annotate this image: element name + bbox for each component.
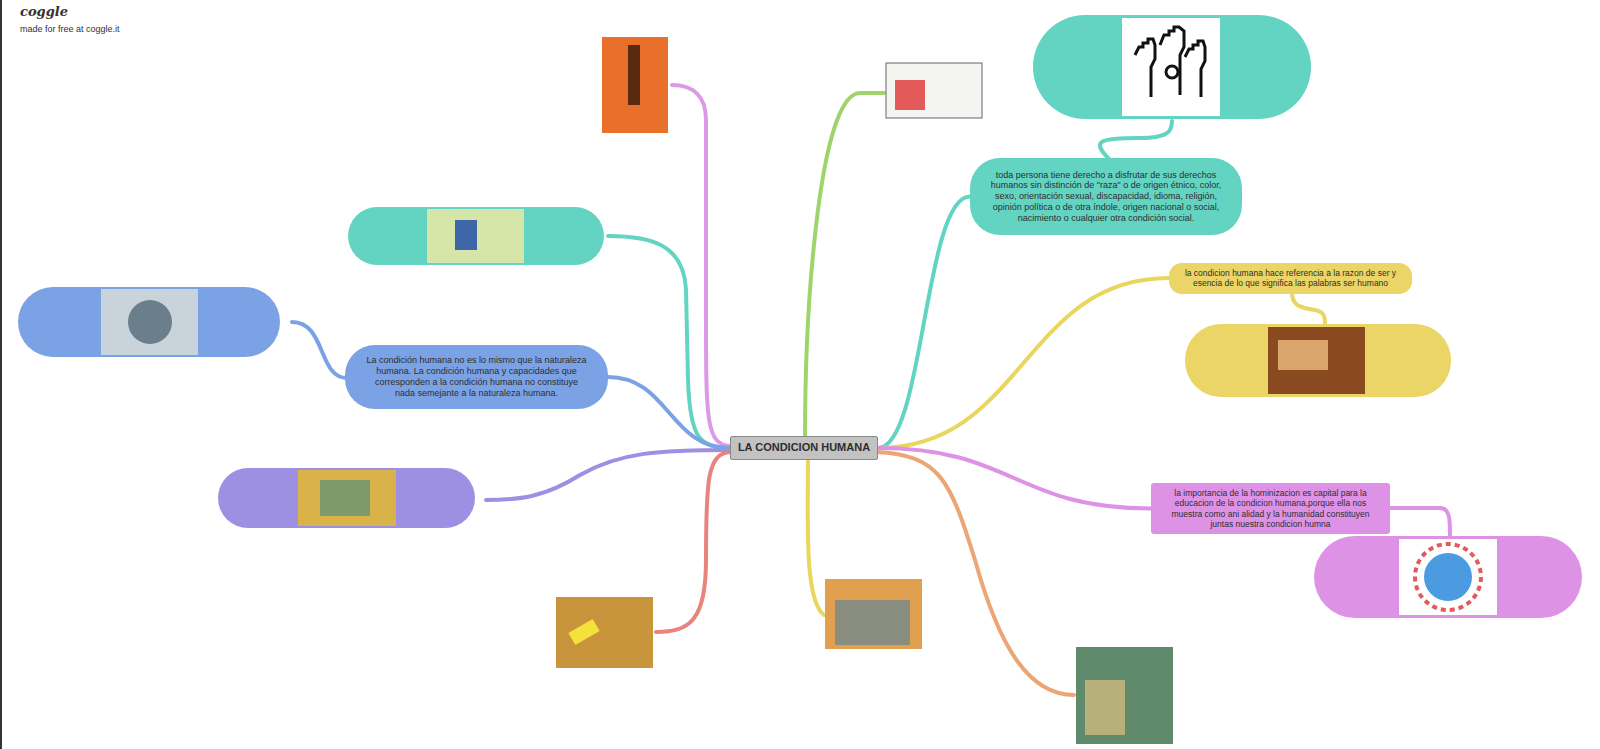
branch-topic: La condición humana no es lo mismo que l… [345,345,608,409]
image-pill [18,287,280,357]
image-detail [320,480,370,516]
image-frame [886,63,982,118]
branch-connector [878,448,1151,509]
page-edge [0,0,2,749]
branch-topic: toda persona tiene derecho a disfrutar d… [970,158,1242,235]
branch-topic: la condicion humana hace referencia a la… [1169,263,1412,294]
branch-line [1390,508,1450,535]
brand-logo: coggle [20,4,68,19]
branch-line [656,452,732,632]
topic-text: LA CONDICION HUMANA [738,441,870,454]
image-detail [1278,340,1328,370]
image-frame [101,289,198,355]
image-detail [1085,680,1125,735]
people-ring [1415,544,1481,610]
image-pill [348,207,604,265]
head-icon [128,300,172,344]
topic-text: la importancia de la hominizacion es cap… [1159,488,1382,529]
branch-line [608,236,732,448]
image-frame [556,597,653,668]
image-detail [895,80,925,110]
image-pill [218,468,475,528]
image-frame [602,37,668,133]
branch-connector [608,377,730,448]
branch-line [1292,293,1325,323]
image-frame [298,470,396,526]
branch-connector [878,197,970,449]
image-pill [1033,15,1311,119]
image-pill [1185,324,1451,397]
image-detail [628,45,640,105]
branch-line [292,322,347,378]
image-detail [568,619,599,645]
image-frame [1076,647,1173,744]
branch-connector [878,278,1169,448]
branch-line [805,93,884,438]
topic-text: La condición humana no es lo mismo que l… [365,355,588,398]
image-detail [455,220,477,250]
watermark-note: made for free at coggle.it [20,24,120,34]
branch-line [1100,121,1172,160]
image-pill [1314,536,1582,618]
topic-text: la condicion humana hace referencia a la… [1183,268,1398,288]
image-frame [1399,539,1497,615]
topic-text: toda persona tiene derecho a disfrutar d… [986,170,1226,224]
branch-line [486,450,732,500]
image-frame [825,579,922,649]
image-frame [1268,327,1365,394]
branch-line [808,458,824,615]
globe-icon [1424,553,1472,601]
image-frame [1122,18,1220,116]
fist-icon [1135,27,1205,97]
image-detail [835,600,910,645]
central-topic: LA CONDICION HUMANA [730,436,878,460]
image-frame [427,209,524,263]
branch-topic: la importancia de la hominizacion es cap… [1151,483,1390,534]
